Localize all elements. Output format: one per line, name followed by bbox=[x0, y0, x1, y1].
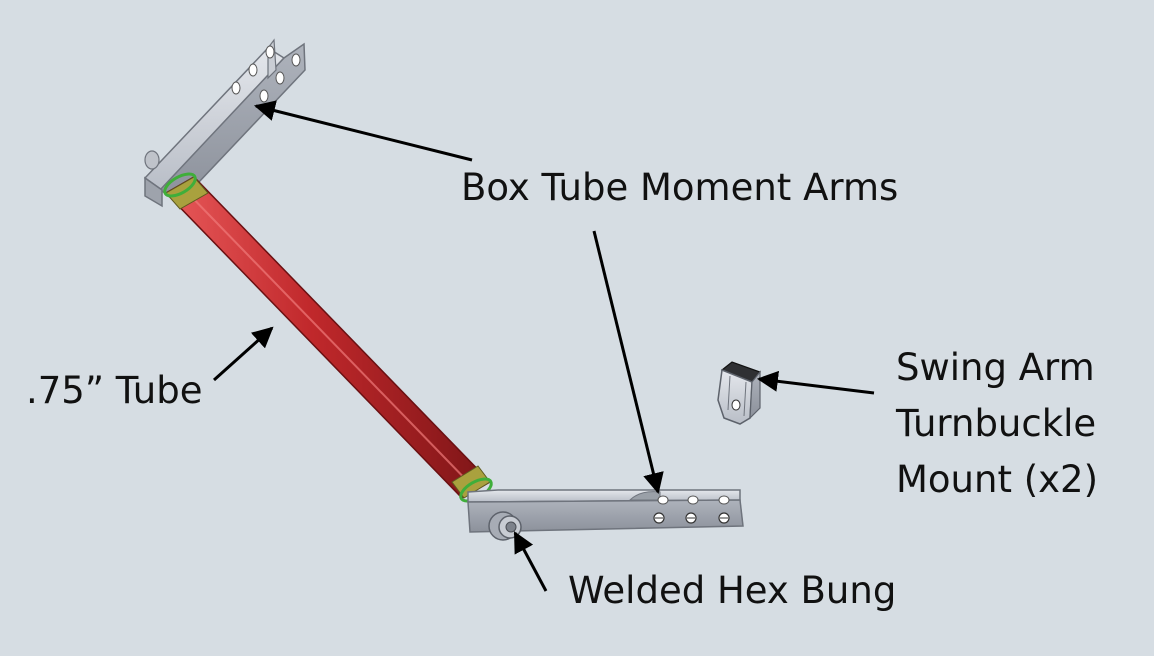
label-swing-arm-turnbuckle-mount: Swing Arm Turnbuckle Mount (x2) bbox=[896, 340, 1098, 508]
turnbuckle-mount bbox=[717, 361, 761, 425]
arrow-tube bbox=[212, 326, 274, 382]
arrow-box-tube-lower bbox=[592, 230, 664, 495]
label-swing-arm-line2: Turnbuckle bbox=[896, 402, 1097, 445]
arrow-hex-bung bbox=[513, 531, 548, 592]
label-tube: .75” Tube bbox=[26, 369, 203, 412]
label-swing-arm-line3: Mount (x2) bbox=[896, 458, 1099, 501]
arrow-swing-arm bbox=[756, 370, 875, 395]
label-swing-arm-line1: Swing Arm bbox=[896, 346, 1095, 389]
red-tube bbox=[163, 172, 493, 503]
arrow-box-tube-upper bbox=[253, 100, 473, 162]
label-welded-hex-bung: Welded Hex Bung bbox=[568, 569, 897, 612]
lower-moment-arm bbox=[467, 489, 744, 533]
upper-moment-arm bbox=[143, 38, 306, 208]
label-box-tube-moment-arms: Box Tube Moment Arms bbox=[461, 166, 899, 209]
